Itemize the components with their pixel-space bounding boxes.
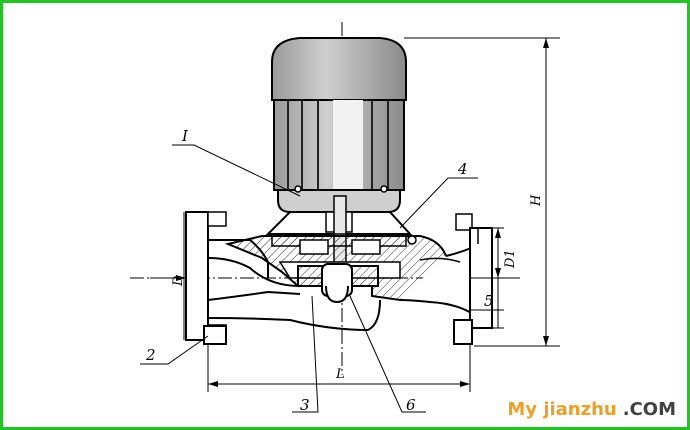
mechanical-seal	[271, 233, 417, 255]
dim-label-d: D	[171, 275, 186, 287]
dimension-d1	[470, 227, 520, 329]
dimension-h	[404, 37, 560, 347]
inlet-flange	[185, 211, 209, 341]
watermark: My jianzhu.COM	[507, 399, 676, 420]
leader-lines	[140, 144, 478, 413]
dimension-d	[150, 212, 186, 340]
part-label-5: 5	[484, 292, 494, 310]
motor-cap	[271, 37, 407, 101]
part-label-4: 4	[457, 160, 468, 178]
leader-4	[399, 177, 478, 229]
impeller-nut	[325, 285, 349, 304]
part-label-1: I	[181, 127, 189, 145]
motor	[271, 37, 407, 213]
watermark-suffix: .COM	[622, 399, 676, 420]
part-label-6: 6	[406, 396, 416, 414]
part-label-3: 3	[300, 396, 310, 414]
leader-2	[140, 335, 209, 365]
dim-label-d1: D1	[503, 249, 518, 269]
dimension-l	[207, 344, 471, 392]
impeller	[297, 263, 379, 304]
dim-label-h: H	[529, 194, 544, 207]
leader-6	[349, 295, 426, 413]
leader-3	[292, 295, 319, 413]
watermark-site: jianzhu	[537, 399, 617, 420]
part-label-2: 2	[145, 346, 156, 364]
dim-label-l: L	[335, 367, 345, 382]
watermark-prefix: My	[507, 399, 538, 420]
leader-1	[172, 144, 301, 197]
